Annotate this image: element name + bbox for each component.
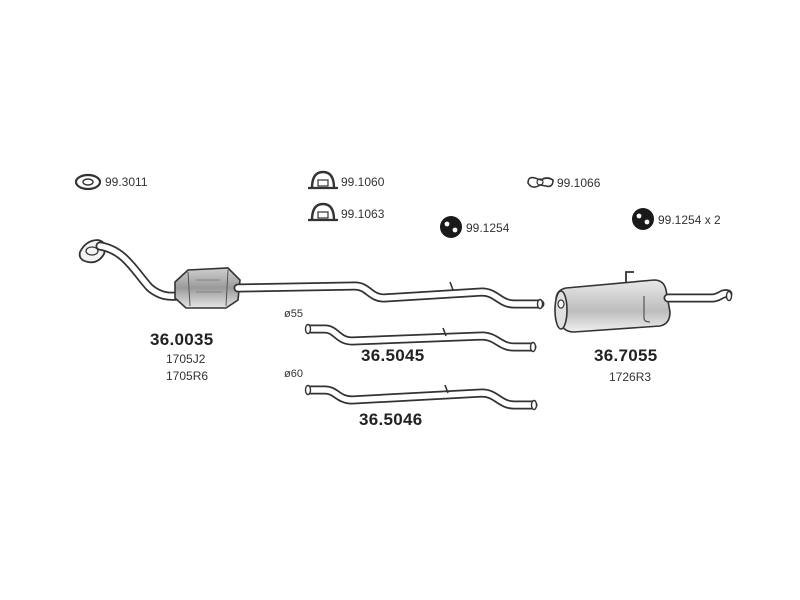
rubber-hanger-icon [440,216,462,238]
ring-clamp-label: 99.3011 [105,175,148,189]
muffler-ref-1: 1726R3 [609,370,652,384]
pipe-55-part-number: 36.5045 [361,346,425,365]
catalytic-converter-assembly [78,239,545,310]
rubber-hanger-icon [632,208,654,230]
muffler-part-number: 36.7055 [594,346,658,365]
flange-gasket-icon [527,176,554,188]
rear-muffler [554,271,733,333]
u-clamp-label: 99.1060 [341,175,385,189]
catalyst-ref-1: 1705J2 [166,352,206,366]
pipe-60-diameter: ø60 [284,368,303,380]
u-clamp-label: 99.1063 [341,207,385,221]
pipe-60-part-number: 36.5046 [359,410,423,429]
pipe-55-diameter: ø55 [284,308,303,320]
flange-gasket-label: 99.1066 [557,176,601,190]
catalyst-part-number: 36.0035 [150,330,214,349]
catalyst-ref-2: 1705R6 [166,369,209,383]
middle-pipe-60 [304,384,538,411]
hanger-label: 99.1254 x 2 [658,213,721,227]
middle-pipe-55 [304,323,537,353]
hanger-label: 99.1254 [466,221,510,235]
u-clamp-icon [308,170,338,190]
ring-clamp-icon [74,173,102,191]
u-clamp-icon [308,202,338,222]
